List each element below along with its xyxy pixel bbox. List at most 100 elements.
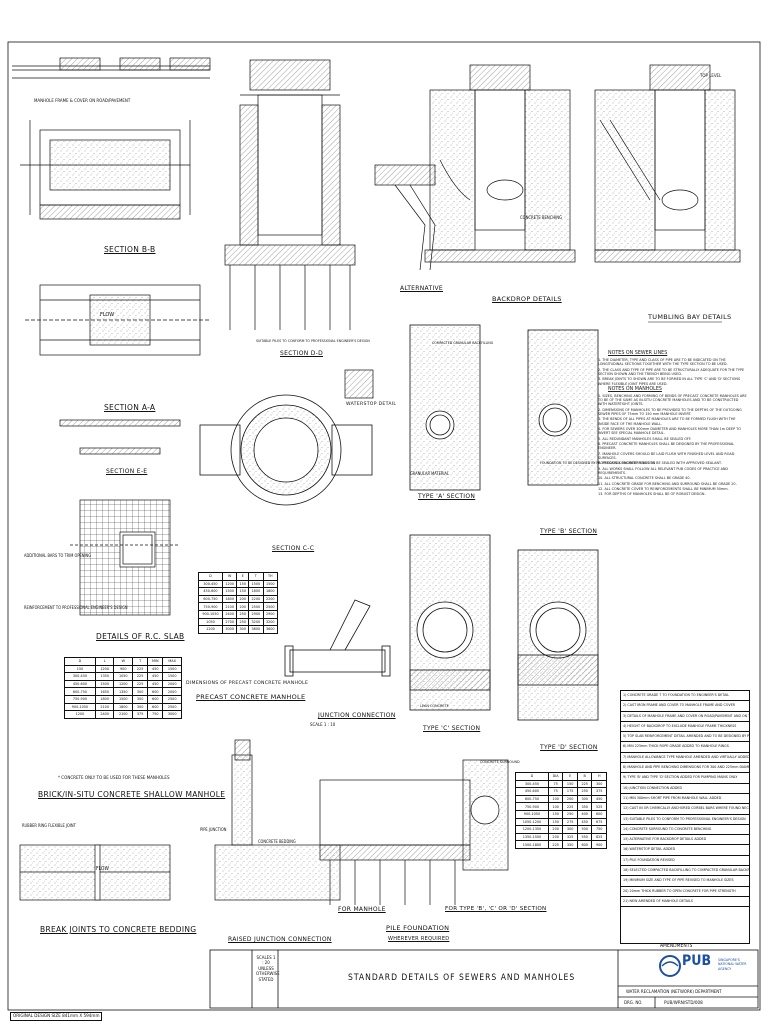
brick-cell: 900 bbox=[113, 664, 134, 674]
note-manhole-5: 5. ALL REDUNDANT MANHOLES SHALL BE SEALE… bbox=[598, 436, 692, 441]
brick-cell: 750 bbox=[147, 710, 164, 719]
section-ee-title: SECTION E-E bbox=[106, 468, 148, 475]
amendment-row: 17) PILE FOUNDATION REVISED bbox=[621, 856, 749, 867]
department: WATER RECLAMATION (NETWORK) DEPARTMENT bbox=[626, 990, 722, 995]
rc-slab-title: DETAILS OF R.C. SLAB bbox=[96, 632, 185, 641]
brick-cell: 900-1050 bbox=[64, 702, 96, 712]
type-d-cell: 450 bbox=[576, 817, 593, 827]
precast-cell: 250 bbox=[236, 609, 250, 619]
amendment-row: 20) 20mm THICK RUBBER TO OPEN CONCRETE F… bbox=[621, 887, 749, 897]
type-d-section-drawing bbox=[517, 549, 599, 721]
precast-cell: 900-1050 bbox=[198, 609, 223, 619]
section-aa-title: SECTION A-A bbox=[104, 403, 156, 412]
type-d-cell: 400 bbox=[576, 809, 593, 819]
precast-cell: 150 bbox=[236, 587, 250, 596]
type-d-cell: 225 bbox=[576, 779, 593, 789]
rubber-ring-label: RUBBER RING FLEXIBLE JOINT bbox=[22, 823, 76, 828]
brick-cell: 1200 bbox=[113, 679, 134, 689]
type-d-cell: 200 bbox=[547, 825, 564, 834]
brick-cell: 1500 bbox=[162, 672, 182, 681]
amendment-row: 21) NEW AMENDED OF MANHOLE DETAILS bbox=[621, 897, 749, 908]
amendment-row: 1) CONCRETE GRADE 7 TO FOUNDATION TO ENG… bbox=[621, 691, 749, 702]
raised-junction-drawing bbox=[214, 739, 341, 901]
type-d-cell: 300 bbox=[576, 794, 593, 804]
for-type-bcd-title: FOR TYPE 'B', 'C' OR 'D' SECTION bbox=[445, 906, 547, 912]
type-d-cell: 1200-1350 bbox=[515, 825, 549, 834]
amendment-row: 15) ALTERNATIVE FOR BACKDROP DETAILS ADD… bbox=[621, 835, 749, 846]
tumbling-title: TUMBLING BAY DETAILS bbox=[648, 313, 732, 321]
note-manhole-1: 1. SIZES, BENCHING AND FORMING OF BENDS … bbox=[598, 394, 747, 407]
type-d-header-cell: D bbox=[515, 772, 549, 781]
manhole-section-long bbox=[20, 120, 191, 220]
manhole-frame-label: MANHOLE FRAME & COVER ON ROAD/PAVEMENT bbox=[34, 99, 131, 104]
precast-cell: 150 bbox=[236, 579, 250, 589]
brick-cell: 225 bbox=[132, 664, 149, 674]
precast-cell: 250 bbox=[236, 617, 250, 627]
type-d-cell: 1050-1200 bbox=[515, 817, 549, 827]
type-d-cell: 350 bbox=[562, 840, 578, 849]
amendment-row: 3) DETAILS OF MANHOLE FRAME AND COVER ON… bbox=[621, 712, 749, 722]
brick-cell: 300 bbox=[132, 702, 149, 712]
type-d-cell: 900-1050 bbox=[515, 809, 549, 819]
precast-cell: 2400 bbox=[221, 609, 238, 619]
for-manhole-title: FOR MANHOLE bbox=[338, 906, 386, 913]
brick-cell: 2000 bbox=[162, 687, 182, 696]
note-manhole-7: 7. MANHOLE COVERS SHOULD BE LAID FLUSH W… bbox=[598, 451, 735, 460]
amendment-row: 6) MIN 225mm THICK ROPE GRADE ADDED TO M… bbox=[621, 742, 749, 753]
drg-no-label: DRG. NO. bbox=[624, 1001, 643, 1006]
type-d-cell: 600-750 bbox=[515, 794, 549, 804]
type-b-title: TYPE 'B' SECTION bbox=[540, 528, 598, 535]
pipe-junction-label: PIPE JUNCTION bbox=[200, 827, 227, 832]
sheet-size: ORIGINAL DESIGN SIZE 841mm X 594mm bbox=[10, 1012, 103, 1021]
section-dd-drawing bbox=[199, 394, 373, 506]
alternative-title: ALTERNATIVE bbox=[400, 285, 444, 292]
precast-cell: 2700 bbox=[221, 617, 238, 627]
type-d-cell: 250 bbox=[562, 809, 578, 819]
note-manhole-13: 13. FOR DEPTHS OF MANHOLES SHALL BE OF R… bbox=[598, 492, 706, 497]
brick-cell: 1050 bbox=[113, 672, 134, 681]
type-d-header-cell: B bbox=[576, 772, 593, 781]
brick-cell: 2000 bbox=[162, 679, 182, 689]
brick-cell: 1500 bbox=[113, 694, 134, 704]
precast-cell: 1500 bbox=[262, 579, 279, 589]
type-d-cell: 750 bbox=[591, 825, 607, 834]
pile-foundation-title: PILE FOUNDATION bbox=[386, 924, 450, 932]
type-d-header-cell: E bbox=[562, 772, 578, 781]
type-d-cell: 225 bbox=[547, 840, 564, 849]
precast-cell: 1200 bbox=[221, 579, 238, 589]
brick-cell: 1350 bbox=[94, 672, 115, 681]
type-d-cell: 300 bbox=[591, 779, 607, 789]
type-d-cell: 100 bbox=[547, 802, 564, 811]
amendments-label: AMENDMENTS bbox=[660, 943, 693, 949]
agency-name: PUB bbox=[682, 953, 712, 969]
precast-cell: 1800 bbox=[248, 587, 264, 596]
brick-cell: 225 bbox=[132, 679, 149, 689]
note-manhole-12: 12. ALL CONCRETE COVER TO REINFORCEMENTS… bbox=[598, 486, 729, 491]
granular-material-label: GRANULAR MATERIAL bbox=[410, 471, 449, 476]
brick-cell: 600 bbox=[147, 702, 164, 712]
type-c-section-drawing bbox=[409, 534, 491, 711]
amendment-row: 12) CAST IN OR CHEMICALLY ANCHORED CORBE… bbox=[621, 804, 749, 815]
title-block bbox=[209, 949, 759, 1009]
precast-dims-title: DIMENSIONS OF PRECAST CONCRETE MANHOLE bbox=[186, 681, 309, 686]
precast-cell: 1500 bbox=[248, 579, 264, 589]
amendment-row: 5) TOP SLAB REINFORCEMENT DETAIL AMENDED… bbox=[621, 732, 749, 743]
brick-manhole-title: BRICK/IN-SITU CONCRETE SHALLOW MANHOLE bbox=[38, 790, 226, 799]
manhole-frame-cover-detail bbox=[12, 57, 211, 79]
precast-cell: 2100 bbox=[221, 602, 238, 611]
brick-cell: 150 bbox=[64, 664, 96, 674]
type-d-cell: 825 bbox=[591, 832, 607, 842]
type-d-header-cell: H bbox=[591, 772, 607, 781]
note-manhole-2: 2. DIMENSIONS OF MANHOLES TO BE PROVIDED… bbox=[598, 407, 742, 416]
reinforcement-label: REINFORCEMENT TO PROFESSIONAL ENGINEER'S… bbox=[24, 605, 128, 610]
raised-junction-title: RAISED JUNCTION CONNECTION bbox=[228, 936, 332, 943]
